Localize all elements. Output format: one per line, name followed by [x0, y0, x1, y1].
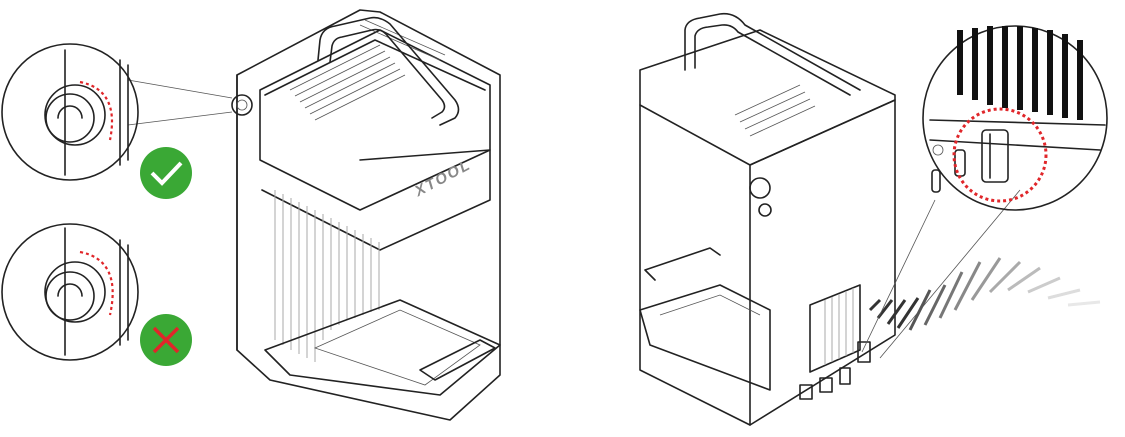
- callout-correct: [1, 43, 192, 199]
- device-front-view: XTOOL: [231, 9, 501, 421]
- cross-icon: [140, 314, 192, 366]
- checkmark-icon: [140, 147, 192, 199]
- callout-port-detail: [922, 25, 1108, 211]
- xtool-logo: XTOOL: [411, 156, 474, 200]
- highlight-circle: [952, 107, 1048, 203]
- device-rear-view: [639, 12, 896, 426]
- exhaust-hose: [868, 257, 1101, 331]
- callout-leader: [127, 79, 233, 126]
- callout-leader-right: [861, 189, 1021, 359]
- callout-incorrect: [1, 223, 192, 366]
